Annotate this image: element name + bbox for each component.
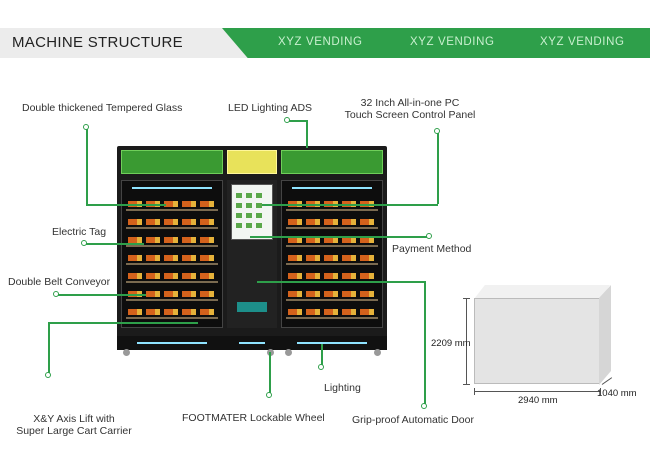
callout-pc-line1: 32 Inch All-in-one PC	[360, 97, 460, 109]
dimension-height: 2209 mm	[431, 338, 471, 349]
brand-label-2: XYZ VENDING	[410, 36, 495, 48]
callout-dot	[266, 392, 272, 398]
callout-pc-line2: Touch Screen Control Panel	[344, 109, 476, 121]
brand-label-3: XYZ VENDING	[540, 36, 625, 48]
dimension-box-front	[474, 298, 600, 384]
callout-payment: Payment Method	[392, 243, 472, 255]
dimension-box-top	[474, 285, 610, 299]
callout-lighting: Lighting	[324, 382, 361, 394]
control-panel	[227, 180, 277, 328]
callout-led-ads: LED Lighting ADS	[228, 102, 313, 114]
touch-screen	[231, 184, 273, 240]
wheel-icon	[267, 349, 274, 356]
vending-machine-illustration	[117, 146, 387, 356]
led-strip	[292, 187, 372, 189]
brand-label-1: XYZ VENDING	[278, 36, 363, 48]
center-ad-sign	[227, 150, 277, 174]
callout-dot	[81, 240, 87, 246]
callout-electric-tag: Electric Tag	[52, 226, 107, 238]
payment-icons	[237, 302, 267, 312]
right-glass-bay	[281, 180, 383, 328]
callout-dot	[426, 233, 432, 239]
callout-lift-line2: Super Large Cart Carrier	[16, 425, 132, 437]
dimension-box-side	[599, 285, 611, 385]
callout-dot	[53, 291, 59, 297]
callout-dot	[45, 372, 51, 378]
wheel-icon	[123, 349, 130, 356]
callout-dot	[284, 117, 290, 123]
callout-dot	[83, 124, 89, 130]
left-ad-sign	[121, 150, 223, 174]
callout-wheel: FOOTMATER Lockable Wheel	[182, 412, 325, 424]
callout-glass: Double thickened Tempered Glass	[22, 102, 183, 114]
brand-banner	[222, 28, 650, 58]
callout-lift-line1: X&Y Axis Lift with	[33, 413, 115, 425]
dimension-width: 2940 mm	[518, 395, 558, 406]
machine-base	[117, 336, 387, 350]
callout-dot	[421, 403, 427, 409]
right-ad-sign	[281, 150, 383, 174]
wheel-icon	[285, 349, 292, 356]
wheel-icon	[374, 349, 381, 356]
callout-dot	[434, 128, 440, 134]
page-title: MACHINE STRUCTURE	[12, 34, 183, 51]
dimension-depth: 1040 mm	[597, 388, 637, 399]
callout-dot	[318, 364, 324, 370]
callout-conveyor: Double Belt Conveyor	[8, 276, 111, 288]
led-strip	[132, 187, 212, 189]
callout-door: Grip-proof Automatic Door	[352, 414, 474, 426]
left-glass-bay	[121, 180, 223, 328]
